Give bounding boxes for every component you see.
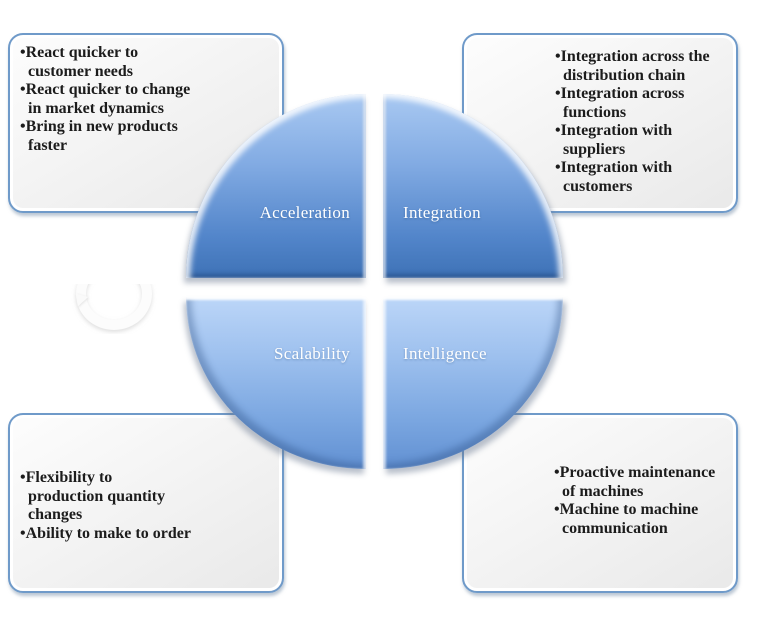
bullet-list: Proactive maintenance of machines Machin…: [464, 415, 736, 538]
quadrant-label-acceleration: Acceleration: [259, 203, 350, 222]
callout-top-left: React quicker to customer needs React qu…: [8, 33, 284, 213]
bullet-item: React quicker to customer needs: [20, 44, 274, 81]
bullet-item: Integration across functions: [555, 85, 732, 122]
bullet-item: Ability to make to order: [20, 525, 274, 544]
quadrant-label-scalability: Scalability: [273, 344, 350, 363]
bullet-list: Integration across the distribution chai…: [464, 35, 736, 196]
callout-bottom-right: Proactive maintenance of machines Machin…: [462, 413, 738, 593]
bullet-list: Flexibility to production quantity chang…: [10, 415, 282, 543]
bullet-item: React quicker to change in market dynami…: [20, 81, 274, 118]
callout-bottom-left: Flexibility to production quantity chang…: [8, 413, 284, 593]
bullet-item: Machine to machine communication: [554, 501, 732, 538]
quadrant-label-integration: Integration: [403, 203, 481, 222]
bullet-item: Flexibility to production quantity chang…: [20, 469, 274, 525]
bullet-item: Integration with suppliers: [555, 122, 732, 159]
bullet-list: React quicker to customer needs React qu…: [10, 35, 282, 155]
bullet-item: Integration with customers: [555, 159, 732, 196]
bullet-item: Proactive maintenance of machines: [554, 464, 732, 501]
bullet-item: Bring in new products faster: [20, 118, 274, 155]
bullet-item: Integration across the distribution chai…: [555, 48, 732, 85]
ghost-arrow-arc: [68, 284, 158, 334]
ghost-circular-arrow: [65, 283, 158, 334]
quadrant-label-intelligence: Intelligence: [403, 344, 487, 363]
